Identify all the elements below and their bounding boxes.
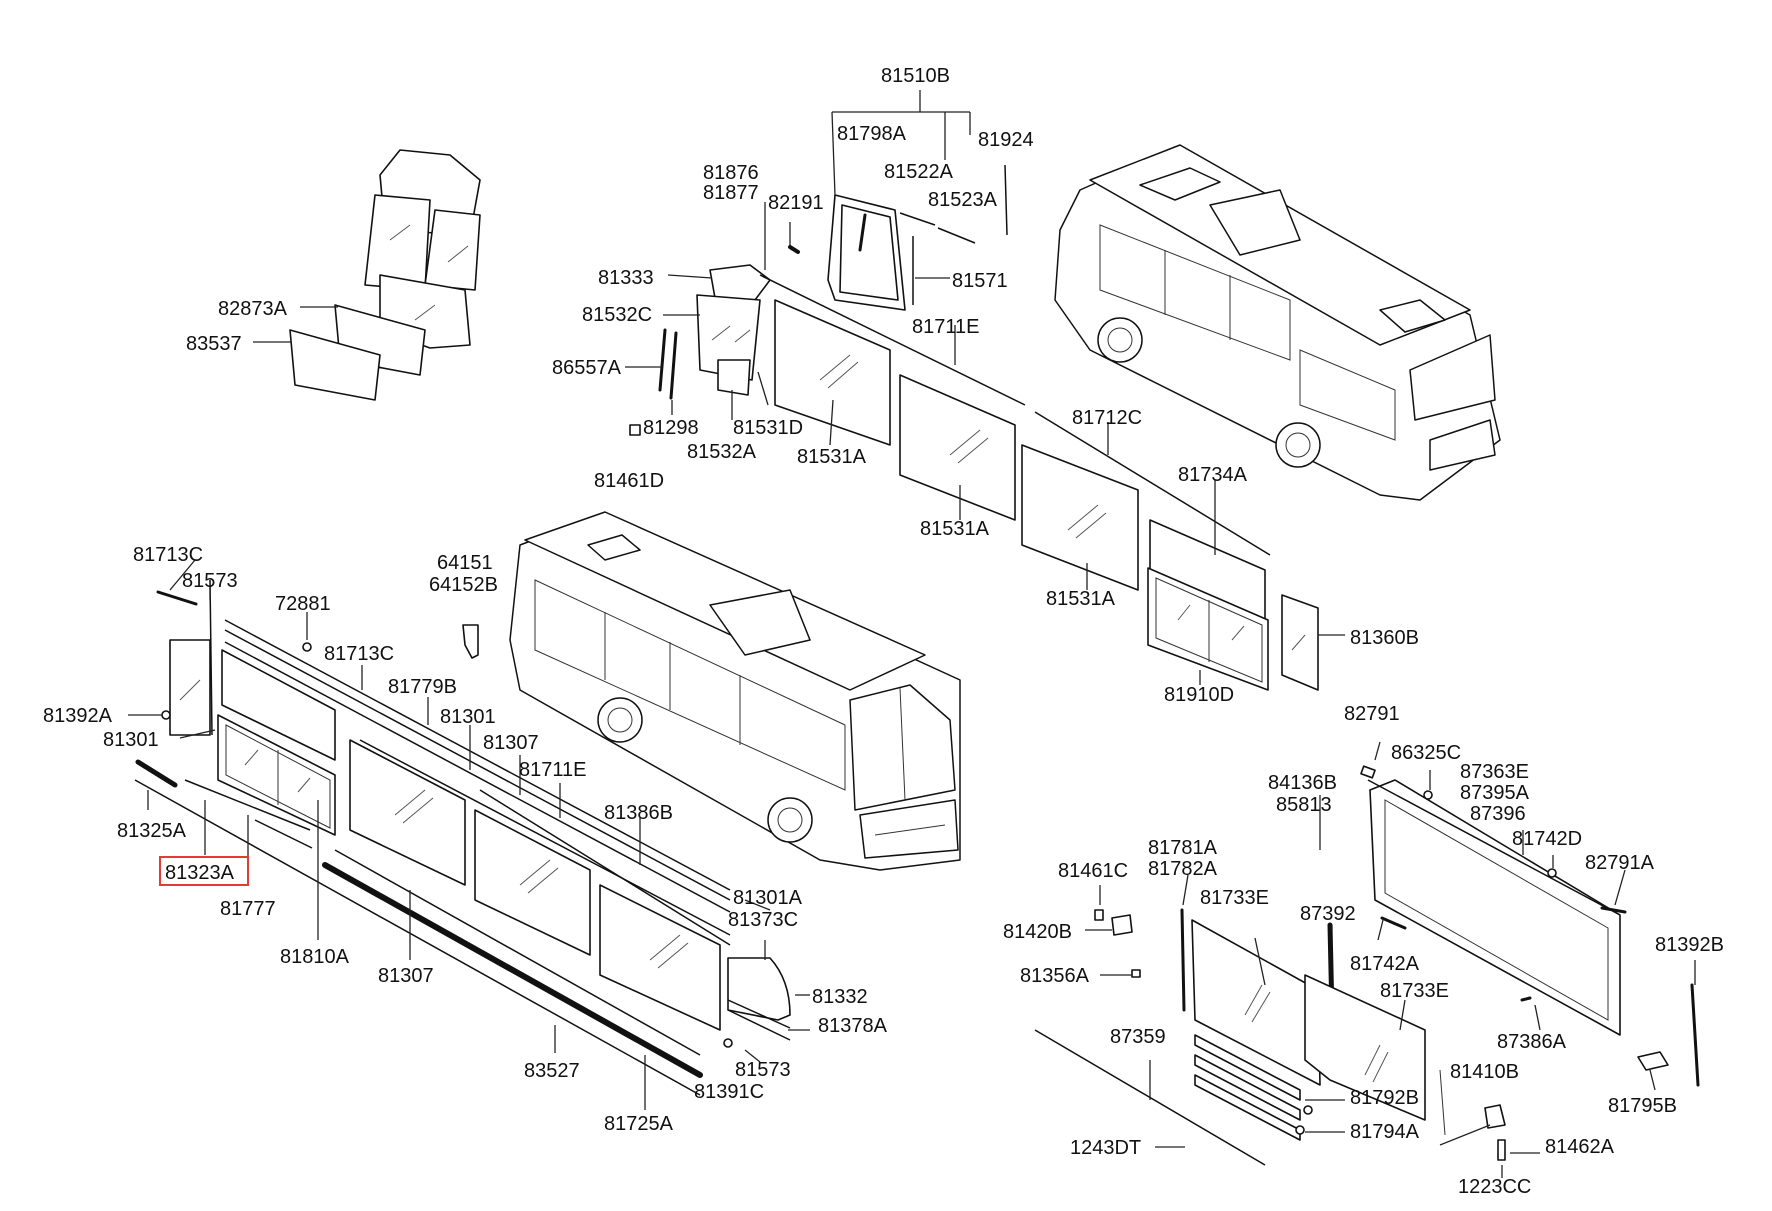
part-label[interactable]: 81792B (1350, 1087, 1419, 1109)
part-label[interactable]: 83537 (186, 333, 242, 355)
part-labels: 81510B 81798A 81924 81522A 81523A 81876 … (43, 65, 1724, 1198)
part-label[interactable]: 82791 (1344, 703, 1400, 725)
part-label[interactable]: 81782A (1148, 858, 1218, 880)
part-label[interactable]: 81711E (519, 759, 586, 781)
part-label[interactable]: 81781A (1148, 837, 1218, 859)
part-label[interactable]: 81794A (1350, 1121, 1420, 1143)
rear-windshield-group (253, 149, 481, 401)
part-label[interactable]: 81531A (1046, 588, 1116, 610)
part-label[interactable]: 81742D (1512, 828, 1582, 850)
front-side-glass-group (625, 90, 1345, 691)
part-label[interactable]: 81325A (117, 820, 187, 842)
part-label[interactable]: 82791A (1585, 852, 1655, 874)
part-label[interactable]: 81777 (220, 898, 276, 920)
part-label[interactable]: 81571 (952, 270, 1008, 292)
part-label[interactable]: 81795B (1608, 1095, 1677, 1117)
part-label[interactable]: 81531A (797, 446, 867, 468)
rear-window-frame-group (1034, 741, 1700, 1178)
part-label[interactable]: 81392A (43, 705, 113, 727)
part-label[interactable]: 87392 (1300, 903, 1356, 925)
part-label[interactable]: 81410B (1450, 1061, 1519, 1083)
part-label[interactable]: 81307 (483, 732, 539, 754)
part-label[interactable]: 83527 (524, 1060, 580, 1082)
part-label-highlighted[interactable]: 81323A (165, 862, 235, 884)
part-label[interactable]: 81462A (1545, 1136, 1615, 1158)
part-label[interactable]: 81910D (1164, 684, 1234, 706)
part-label[interactable]: 87396 (1470, 803, 1526, 825)
part-label[interactable]: 81810A (280, 946, 350, 968)
part-label[interactable]: 81712C (1072, 407, 1142, 429)
part-label[interactable]: 81532A (687, 441, 757, 463)
part-label[interactable]: 81531A (920, 518, 990, 540)
part-label[interactable]: 81301A (733, 887, 803, 909)
part-label[interactable]: 87386A (1497, 1031, 1567, 1053)
part-label[interactable]: 86325C (1391, 742, 1461, 764)
part-label[interactable]: 81877 (703, 182, 759, 204)
part-label[interactable]: 1223CC (1458, 1176, 1531, 1198)
part-label[interactable]: 81420B (1003, 921, 1072, 943)
part-label[interactable]: 81573 (735, 1059, 791, 1081)
part-label[interactable]: 81876 (703, 162, 759, 184)
part-label[interactable]: 81711E (912, 316, 979, 338)
part-label[interactable]: 81332 (812, 986, 868, 1008)
part-label[interactable]: 81713C (133, 544, 203, 566)
part-label[interactable]: 82191 (768, 192, 824, 214)
part-label[interactable]: 86557A (552, 357, 622, 379)
part-label[interactable]: 81461C (1058, 860, 1128, 882)
part-label[interactable]: 81391C (694, 1081, 764, 1103)
part-label[interactable]: 64152B (429, 574, 498, 596)
part-label[interactable]: 81734A (1178, 464, 1248, 486)
part-label[interactable]: 81333 (598, 267, 654, 289)
part-label[interactable]: 81307 (378, 965, 434, 987)
part-label[interactable]: 81725A (604, 1113, 674, 1135)
part-label[interactable]: 81522A (884, 161, 954, 183)
part-label[interactable]: 81733E (1380, 980, 1449, 1002)
part-label[interactable]: 87363E (1460, 761, 1529, 783)
part-label[interactable]: 81298 (643, 417, 699, 439)
part-label[interactable]: 81360B (1350, 627, 1419, 649)
part-label[interactable]: 81733E (1200, 887, 1269, 909)
bus-rear-view (1054, 144, 1501, 501)
part-label[interactable]: 87359 (1110, 1026, 1166, 1048)
part-label[interactable]: 81523A (928, 189, 998, 211)
part-label[interactable]: 81386B (604, 802, 673, 824)
part-label[interactable]: 81573 (182, 570, 238, 592)
part-label[interactable]: 87395A (1460, 782, 1530, 804)
part-label[interactable]: 81798A (837, 123, 907, 145)
part-label[interactable]: 85813 (1276, 794, 1332, 816)
part-label[interactable]: 81531D (733, 417, 803, 439)
part-label[interactable]: 81510B (881, 65, 950, 87)
part-label[interactable]: 81779B (388, 676, 457, 698)
part-label[interactable]: 72881 (275, 593, 331, 615)
part-label[interactable]: 1243DT (1070, 1137, 1141, 1159)
part-label[interactable]: 81461D (594, 470, 664, 492)
part-label[interactable]: 81356A (1020, 965, 1090, 987)
part-label[interactable]: 64151 (437, 552, 493, 574)
part-label[interactable]: 81301 (440, 706, 496, 728)
part-label[interactable]: 81378A (818, 1015, 888, 1037)
highlighted-part-box[interactable] (159, 856, 249, 886)
part-label[interactable]: 81301 (103, 729, 159, 751)
part-label[interactable]: 81742A (1350, 953, 1420, 975)
part-label[interactable]: 81392B (1655, 934, 1724, 956)
part-label[interactable]: 84136B (1268, 772, 1337, 794)
part-label[interactable]: 81373C (728, 909, 798, 931)
part-label[interactable]: 82873A (218, 298, 288, 320)
left-side-molding-group (128, 559, 810, 1110)
part-label[interactable]: 81924 (978, 129, 1034, 151)
part-label[interactable]: 81713C (324, 643, 394, 665)
part-label[interactable]: 81532C (582, 304, 652, 326)
bus-front-view (509, 511, 961, 871)
